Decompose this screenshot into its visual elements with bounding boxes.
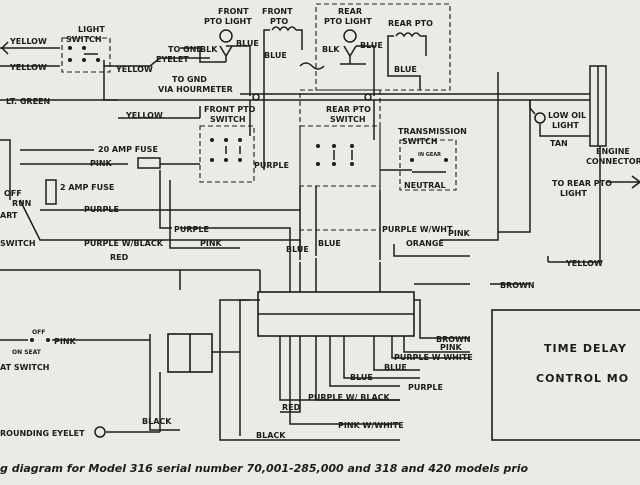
label-red-1: RED (110, 253, 129, 262)
label-pink-1: PINK (90, 159, 113, 168)
label-blue-3: BLUE (360, 41, 383, 50)
label-orange: ORANGE (406, 239, 444, 248)
time-delay-module (491, 309, 640, 441)
label-pink-3: PINK (448, 229, 471, 238)
label-pink-w-white: PINK W/WHITE (338, 421, 404, 430)
label-yellow-top-2: YELLOW (9, 63, 47, 72)
light-switch-wiring (0, 37, 210, 101)
label-yellow-mid: YELLOW (115, 65, 153, 74)
label-black-1: BLACK (142, 417, 172, 426)
transmission-switch (380, 139, 457, 191)
label-purple-2: PURPLE (254, 161, 289, 170)
label-lt-green: LT. GREEN (6, 97, 50, 106)
label-blue-4: BLUE (394, 65, 417, 74)
label-purple-w-black-2: PURPLE W/ BLACK (308, 393, 391, 402)
label-purple-4: PURPLE (408, 383, 443, 392)
label-seat-switch: AT SWITCH (0, 363, 49, 372)
grounding-eyelet (94, 416, 161, 438)
label-purple-1: PURPLE (84, 205, 119, 214)
label-seat-off: OFF (32, 329, 45, 336)
label-on-seat: ON SEAT (12, 349, 42, 356)
fuse-wiring (0, 139, 381, 290)
front-pto-switch (199, 96, 265, 183)
label-purple-3: PURPLE (174, 225, 209, 234)
label-blk-2: BLK (322, 45, 340, 54)
diagram-caption: g diagram for Model 316 serial number 70… (0, 462, 529, 475)
seat-switch (0, 333, 240, 431)
label-blue-7: BLUE (384, 363, 407, 372)
label-time-delay: TIME DELAY (544, 342, 627, 355)
label-switch-frag: SWITCH (0, 239, 36, 248)
label-rear-pto: REAR PTO (388, 19, 433, 28)
label-pink-2: PINK (200, 239, 223, 248)
label-run: RUN (12, 199, 31, 208)
label-neutral: NEUTRAL (404, 181, 446, 190)
label-off: OFF (4, 189, 22, 198)
label-purple-w-white: PURPLE W WHITE (394, 353, 473, 362)
engine-connector (529, 65, 640, 189)
label-in-gear: IN GEAR (418, 152, 441, 158)
rear-pto-light (299, 3, 451, 96)
label-yellow-top-1: YELLOW (9, 37, 47, 46)
label-seat-pink: PINK (54, 337, 77, 346)
label-tan: TAN (550, 139, 568, 148)
harness-connector (219, 252, 470, 441)
label-blue-8: BLUE (350, 373, 373, 382)
label-fuse-20: 20 AMP FUSE (98, 145, 158, 154)
label-brown-1: BROWN (500, 281, 535, 290)
label-fuse-2: 2 AMP FUSE (60, 183, 114, 192)
rear-pto-switch (299, 89, 381, 231)
label-brown-2: BROWN (436, 335, 471, 344)
label-blue-5: BLUE (286, 245, 309, 254)
lt-green-bus (0, 93, 530, 119)
right-wiring (393, 72, 601, 285)
label-blk-1: BLK (200, 45, 218, 54)
label-black-2: BLACK (256, 431, 286, 440)
front-pto-light (180, 26, 303, 96)
label-yellow-2: YELLOW (125, 111, 163, 120)
label-blue-2: BLUE (264, 51, 287, 60)
label-pink-4: PINK (440, 343, 463, 352)
label-blue-1: BLUE (236, 39, 259, 48)
label-red-2: RED (282, 403, 301, 412)
label-control-module: CONTROL MO (536, 372, 629, 385)
label-grounding-eyelet: ROUNDING EYELET (0, 429, 85, 438)
label-yellow-3: YELLOW (565, 259, 603, 268)
label-blue-6: BLUE (318, 239, 341, 248)
label-art: ART (0, 211, 18, 220)
label-purple-w-black-1: PURPLE W/BLACK (84, 239, 164, 248)
label-purple-w-wht: PURPLE W/WHT (382, 225, 453, 234)
